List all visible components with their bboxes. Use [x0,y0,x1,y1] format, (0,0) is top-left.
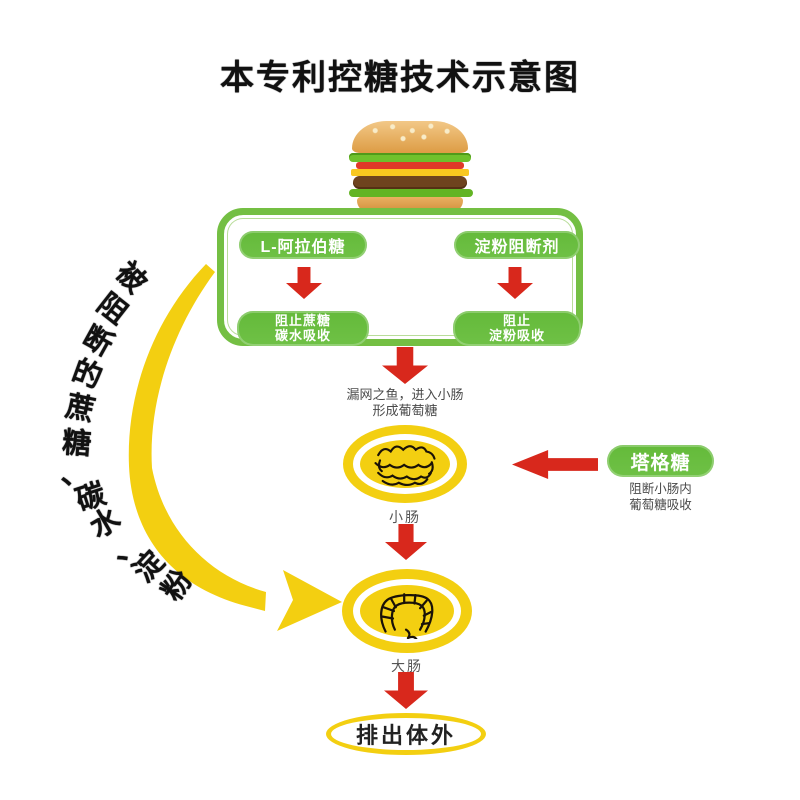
pill-starch-blocker: 淀粉阻断剂 [454,231,580,259]
tagatose-note: 阻断小肠内 葡萄糖吸收 [597,481,724,513]
pill-tagatose: 塔格糖 [607,445,714,477]
excretion-ellipse: 排出体外 [326,713,486,755]
large-intestine-label: 大肠 [391,658,423,674]
small-intestine-label: 小肠 [389,509,421,525]
page-title: 本专利控糖技术示意图 [220,59,580,97]
excretion-label: 排出体外 [355,723,456,748]
pill-line: 阻止蔗糖 [274,312,331,328]
arrow-down-icon [382,347,428,384]
burger-patty [353,176,467,189]
tagatose-note-line2: 葡萄糖吸收 [629,498,692,512]
leak-note: 漏网之鱼，进入小肠 形成葡萄糖 [300,387,510,419]
arrow-down-icon [385,524,427,560]
burger-lettuce [349,153,471,162]
leak-note-line1: 漏网之鱼，进入小肠 [346,387,464,402]
large-intestine-icon [380,593,434,639]
burger-tomato [356,162,464,169]
small-intestine-icon [374,445,436,487]
arrow-left-icon [512,450,598,479]
burger-cheese [351,169,469,176]
small-intestine-badge [343,425,467,503]
pill-line: 阻止 [502,312,531,328]
pill-block-starch: 阻止 淀粉吸收 [453,311,581,346]
pill-block-sucrose-carb: 阻止蔗糖 碳水吸收 [237,311,369,346]
hamburger-icon [349,121,473,212]
burger-bun-top [352,121,468,153]
pill-line: 淀粉吸收 [488,327,545,343]
large-intestine-badge [342,569,472,653]
arrow-down-icon [286,267,322,299]
tagatose-note-line1: 阻断小肠内 [629,482,692,496]
leak-note-line2: 形成葡萄糖 [372,403,438,418]
burger-lettuce-bottom [349,189,473,197]
pill-line: 碳水吸收 [274,327,331,343]
process-box: L-阿拉伯糖 淀粉阻断剂 阻止蔗糖 碳水吸收 阻止 淀粉吸收 [217,208,583,346]
arrow-down-icon [497,267,533,299]
pill-l-arabinose: L-阿拉伯糖 [239,231,367,259]
arrow-down-icon [384,672,428,709]
